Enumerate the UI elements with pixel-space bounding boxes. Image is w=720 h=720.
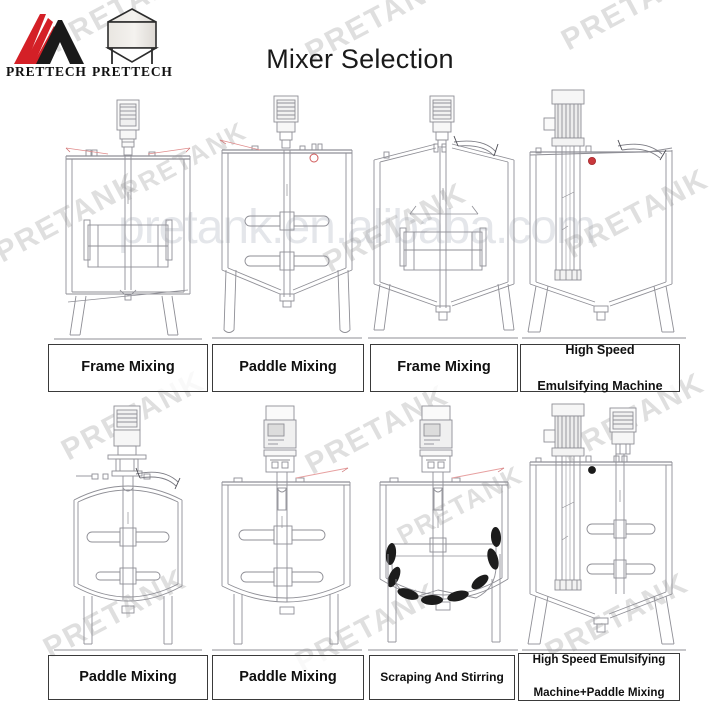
tank-silo-icon (105, 8, 159, 64)
mixer-1-drawing (48, 92, 208, 342)
mixer-3-label-text: Frame Mixing (397, 359, 491, 376)
brand-logo: PRETTECH PRETTECH (4, 2, 180, 84)
mixer-2-label[interactable]: Paddle Mixing (212, 344, 364, 392)
mixer-4-label-text: High Speed Emulsifying Machine (529, 341, 670, 396)
mixer-2-label-text: Paddle Mixing (239, 359, 337, 376)
mixer-1-label[interactable]: Frame Mixing (48, 344, 208, 392)
tank-drawing-emulsifier-plus-paddle (522, 403, 686, 651)
mixer-6-label[interactable]: Paddle Mixing (212, 655, 364, 700)
mixer-8-label-line2: Machine+Paddle Mixing (533, 686, 665, 700)
red-black-triangle-logo-icon (14, 14, 84, 64)
mixer-7-label[interactable]: Scraping And Stirring (369, 655, 515, 700)
mixer-5-drawing (48, 404, 208, 654)
tank-drawing-paddle-dished (54, 405, 202, 651)
mixer-4-drawing (522, 80, 688, 342)
mixer-8-label-line1: High Speed Emulsifying (532, 652, 666, 666)
mixer-7-drawing (366, 404, 522, 654)
mixer-4-label-line2: Emulsifying Machine (537, 379, 663, 394)
mixer-8-label-text: High Speed Emulsifying Machine+Paddle Mi… (525, 652, 674, 702)
mixer-5-label-text: Paddle Mixing (79, 668, 177, 685)
mixer-3-label[interactable]: Frame Mixing (370, 344, 518, 392)
mixer-6-label-text: Paddle Mixing (239, 668, 337, 685)
mixer-1-label-text: Frame Mixing (81, 359, 175, 376)
mixer-4-label[interactable]: High Speed Emulsifying Machine (520, 343, 680, 393)
mixer-3-drawing (366, 92, 522, 342)
logo-text-left: PRETTECH (6, 64, 87, 79)
mixer-5-label[interactable]: Paddle Mixing (48, 655, 208, 700)
page-title: Mixer Selection (266, 44, 454, 74)
mixer-7-label-text: Scraping And Stirring (380, 669, 504, 684)
tank-drawing-paddle-dished2 (212, 405, 362, 651)
mixer-8-drawing (522, 398, 688, 654)
mixer-6-drawing (208, 404, 366, 654)
tank-drawing-frame-cone (368, 95, 518, 339)
mixer-2-drawing (208, 92, 366, 342)
tank-drawing-frame-flat (54, 99, 202, 340)
tank-drawing-paddle-cone (212, 95, 362, 339)
logo-text-right: PRETTECH (92, 64, 173, 79)
tank-drawing-high-speed-emulsifier (522, 89, 686, 339)
tank-drawing-scraper (368, 405, 518, 651)
mixer-8-label[interactable]: High Speed Emulsifying Machine+Paddle Mi… (518, 653, 680, 701)
mixer-4-label-line1: High Speed (565, 342, 635, 357)
